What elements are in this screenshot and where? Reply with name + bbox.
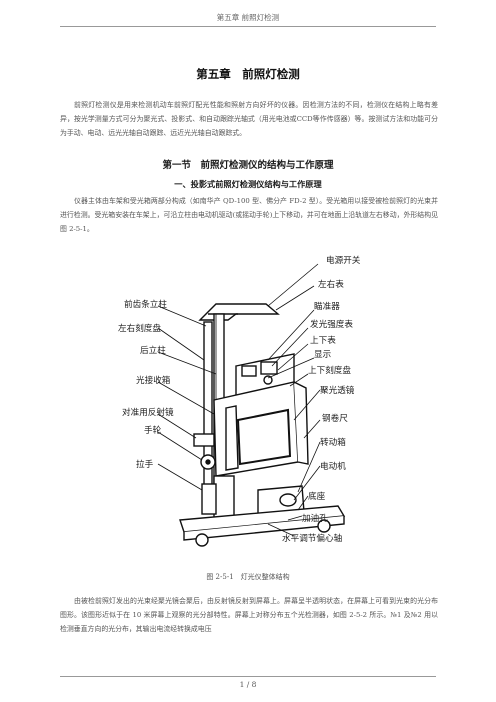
label-lr-dial: 左右刻度盘	[118, 324, 161, 334]
label-oil-hole: 加油孔	[302, 514, 328, 524]
bottom-paragraph: 由被检前照灯发出的光束经聚光镜会聚后，由反射镜反射到屏幕上。屏幕呈半透明状态，在…	[60, 597, 438, 634]
structure-paragraph: 仪器主体由车架和受光箱两部分构成（如南华产 QD-100 型、佛分产 FD-2 …	[60, 197, 438, 234]
label-focus-lens: 聚光透镜	[320, 386, 355, 396]
label-display: 显示	[314, 350, 332, 360]
label-power-switch: 电源开关	[326, 256, 361, 266]
label-light-meter: 发光强度表	[310, 320, 353, 330]
page-number: 1 / 8	[60, 676, 436, 692]
section-title: 第一节 前照灯检测仪的结构与工作原理	[162, 160, 334, 171]
label-ud-dial: 上下刻度盘	[308, 366, 351, 376]
page-header: 第五章 前照灯检测	[60, 12, 436, 27]
label-handle: 拉手	[136, 460, 154, 470]
label-tape: 钢卷尺	[322, 414, 348, 424]
label-leveling-shaft: 水平调节偏心轴	[282, 534, 343, 544]
label-motor: 电动机	[320, 462, 346, 472]
label-handwheel: 手轮	[144, 426, 162, 436]
figure-caption: 图 2-5-1 灯光仪整体结构	[206, 573, 290, 581]
label-gearbox: 转动箱	[320, 438, 346, 448]
label-front-rack-column: 前齿条立柱	[124, 300, 167, 310]
subsection-title: 一、投影式前照灯检测仪结构与工作原理	[174, 179, 322, 189]
intro-paragraph: 前照灯检测仪是用来检测机动车前照灯配光性能和照射方向好坏的仪器。因检测方法的不同…	[60, 101, 438, 138]
label-ud-gauge: 上下表	[310, 336, 336, 346]
tester-drawing	[157, 263, 346, 547]
tester-structure-figure: 电源开关 左右表 瞄准器 发光强度表 上下表 显示 上下刻度盘 聚光透镜 钢卷尺…	[118, 250, 378, 562]
label-sight: 瞄准器	[314, 302, 340, 312]
label-rear-column: 后立柱	[140, 346, 166, 356]
label-receiver-box: 光接收箱	[136, 376, 171, 386]
label-align-mirror: 对准用反射镜	[122, 408, 174, 418]
chapter-title: 第五章 前照灯检测	[196, 67, 300, 81]
label-base: 底座	[308, 492, 326, 502]
label-lr-gauge: 左右表	[318, 280, 344, 290]
